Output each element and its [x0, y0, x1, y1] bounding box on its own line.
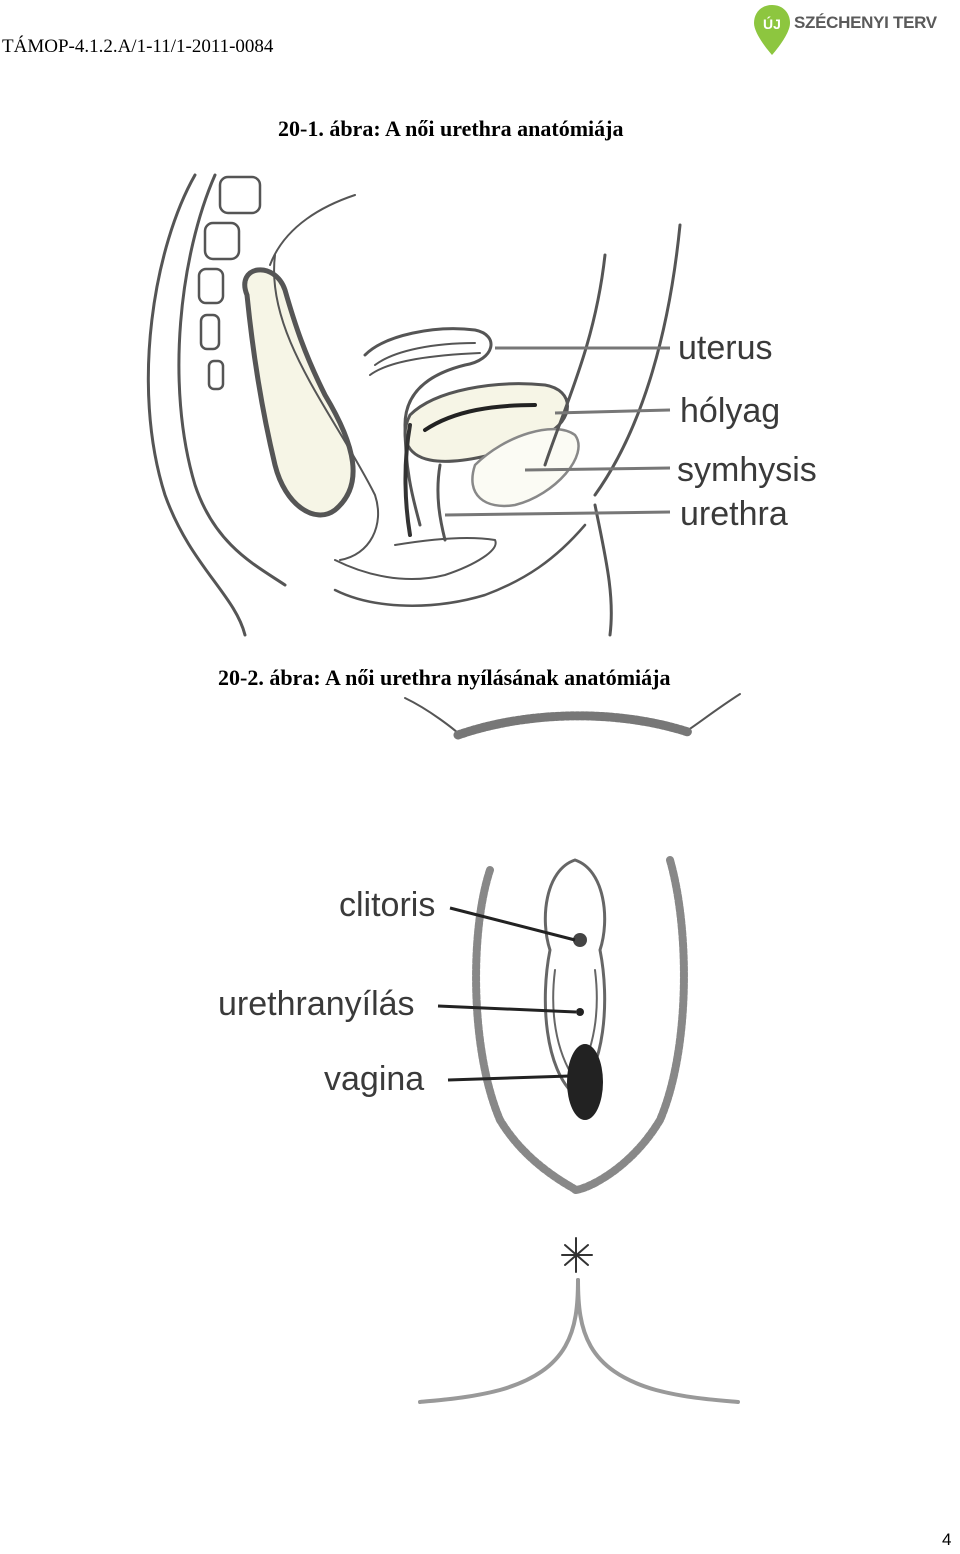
- logo-mark: ÚJ: [763, 15, 781, 32]
- szechenyi-terv-logo: ÚJ SZÉCHENYI TERV: [752, 3, 957, 57]
- project-code: TÁMOP-4.1.2.A/1-11/1-2011-0084: [2, 36, 274, 57]
- label-symphysis: symhysis: [677, 451, 817, 489]
- label-uterus: uterus: [678, 329, 773, 367]
- logo-text: SZÉCHENYI TERV: [794, 13, 937, 32]
- map-pin-icon: ÚJ: [754, 5, 790, 55]
- label-bladder: hólyag: [680, 392, 780, 430]
- label-urethra: urethra: [680, 495, 788, 533]
- vulva-anatomy-figure: clitoris urethranyílás vagina: [218, 693, 741, 1404]
- label-urethral-opening: urethranyílás: [218, 985, 415, 1023]
- figure1-caption: 20-1. ábra: A női urethra anatómiája: [278, 116, 624, 141]
- page-number: 4: [942, 1530, 952, 1549]
- figure2-caption: 20-2. ábra: A női urethra nyílásának ana…: [218, 665, 671, 690]
- label-clitoris: clitoris: [339, 886, 435, 924]
- label-vagina: vagina: [324, 1060, 424, 1098]
- female-pelvis-sagittal-figure: uterus hólyag symhysis urethra: [146, 173, 817, 637]
